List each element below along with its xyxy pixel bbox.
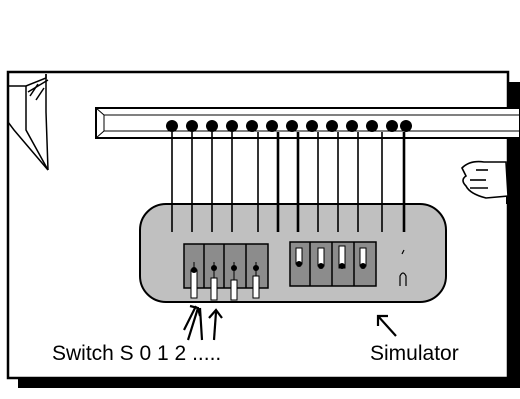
switch-arrows: [183, 304, 223, 341]
pin: [286, 120, 298, 132]
pin: [246, 120, 258, 132]
simulator-caption: Simulator: [370, 342, 459, 365]
switch-block-left: [183, 243, 269, 301]
pin: [346, 120, 358, 132]
panel-wire-ends: [171, 204, 406, 232]
pin: [326, 120, 338, 132]
pointing-hand-icon: [461, 160, 520, 204]
arrow-icon: [376, 314, 397, 337]
switch-block-right: [289, 241, 377, 287]
pin: [266, 120, 278, 132]
connector-rail: [95, 107, 520, 139]
pin: [166, 120, 178, 132]
rack-structure: [7, 74, 49, 171]
pin: [400, 120, 412, 132]
switch-caption: Switch S 0 1 2 .....: [52, 342, 222, 365]
pin: [206, 120, 218, 132]
pin: [366, 120, 378, 132]
pin: [226, 120, 238, 132]
pin: [186, 120, 198, 132]
rail-pins: [166, 120, 412, 132]
pin: [386, 120, 398, 132]
indicator-led: [399, 249, 407, 286]
pin: [306, 120, 318, 132]
